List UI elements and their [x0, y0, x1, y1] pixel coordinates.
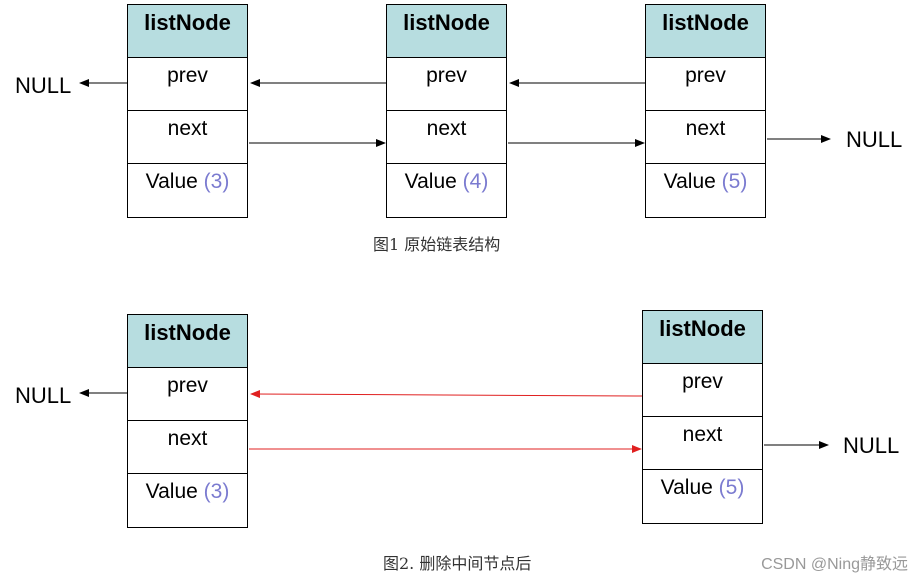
fig2-null-right: NULL: [843, 433, 900, 458]
value-number: (4): [462, 170, 489, 193]
node-prev-field: prev: [128, 368, 247, 421]
value-label: Value: [145, 480, 198, 503]
fig2-null-left: NULL: [15, 383, 72, 408]
node-next-field: next: [128, 421, 247, 474]
node-prev-field: prev: [387, 58, 506, 111]
node-next-field: next: [387, 111, 506, 164]
node-header: listNode: [128, 315, 247, 368]
value-label: Value: [660, 476, 713, 499]
node-value-field: Value (5): [643, 470, 762, 523]
fig1-node-value-4: listNode prev next Value (4): [386, 4, 507, 218]
node-next-field: next: [643, 417, 762, 470]
node-header: listNode: [128, 5, 247, 58]
value-number: (3): [203, 480, 230, 503]
fig2-caption: 图2. 删除中间节点后: [383, 554, 532, 573]
node-value-field: Value (4): [387, 164, 506, 217]
fig2-node-value-3: listNode prev next Value (3): [127, 314, 248, 528]
fig1-node-value-3: listNode prev next Value (3): [127, 4, 248, 218]
node-value-field: Value (3): [128, 474, 247, 527]
node-header: listNode: [646, 5, 765, 58]
value-number: (5): [718, 476, 745, 499]
node-header: listNode: [643, 311, 762, 364]
fig1-caption: 图1 原始链表结构: [373, 235, 501, 254]
fig2-prev-arrow-5-to-3: [250, 390, 643, 399]
node-prev-field: prev: [646, 58, 765, 111]
node-prev-field: prev: [643, 364, 762, 417]
value-number: (5): [721, 170, 748, 193]
node-next-field: next: [128, 111, 247, 164]
value-number: (3): [203, 170, 230, 193]
watermark: CSDN @Ning静致远: [761, 556, 908, 573]
node-header: listNode: [387, 5, 506, 58]
fig1-null-right: NULL: [846, 127, 903, 152]
value-label: Value: [145, 170, 198, 193]
fig2-node-value-5: listNode prev next Value (5): [642, 310, 763, 524]
value-label: Value: [404, 170, 457, 193]
node-value-field: Value (3): [128, 164, 247, 217]
value-label: Value: [663, 170, 716, 193]
node-prev-field: prev: [128, 58, 247, 111]
fig1-null-left: NULL: [15, 73, 72, 98]
node-value-field: Value (5): [646, 164, 765, 217]
node-next-field: next: [646, 111, 765, 164]
fig1-node-value-5: listNode prev next Value (5): [645, 4, 766, 218]
